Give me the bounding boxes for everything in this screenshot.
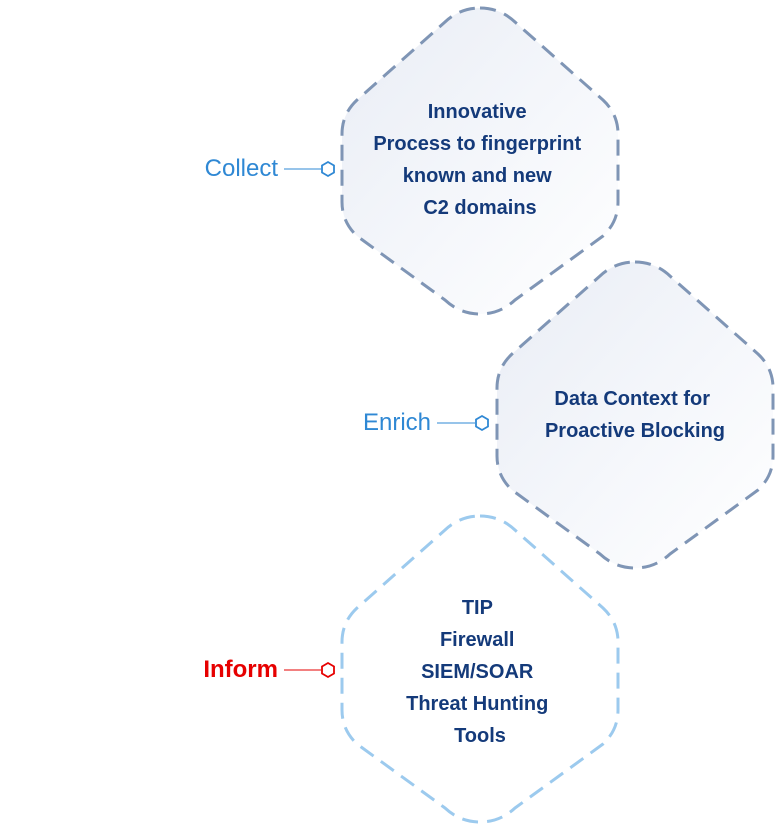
hexagon-collect — [340, 6, 620, 316]
hex-line: Process to fingerprint — [373, 133, 581, 155]
hexagon-enrich — [495, 260, 775, 570]
hex-text-enrich: Data Context for Proactive Blocking — [545, 388, 725, 442]
hex-line: Firewall — [440, 629, 514, 651]
hex-text-inform: TIP Firewall SIEM/SOAR Threat Hunting To… — [406, 597, 554, 747]
hex-text-collect: Innovative Process to fingerprint known … — [373, 101, 586, 219]
step-inform: TIP Firewall SIEM/SOAR Threat Hunting To… — [203, 514, 620, 824]
hex-line: TIP — [462, 597, 493, 619]
step-collect: Innovative Process to fingerprint known … — [205, 6, 620, 316]
hex-line: Tools — [454, 725, 506, 747]
step-label-enrich: Enrich — [363, 409, 431, 436]
hex-line: known and new — [403, 165, 552, 187]
connector-hex-icon — [321, 160, 335, 178]
step-label-collect: Collect — [205, 155, 279, 182]
connector-hex-icon — [321, 661, 335, 679]
step-label-inform: Inform — [203, 656, 278, 683]
hex-line: Data Context for — [554, 388, 710, 410]
hexagon-inform — [340, 514, 620, 824]
connector-hex-icon — [475, 414, 489, 432]
step-enrich: Data Context for Proactive Blocking Enri… — [363, 260, 775, 570]
hex-line: SIEM/SOAR — [421, 661, 534, 683]
hex-line: C2 domains — [423, 197, 536, 219]
hex-line: Threat Hunting — [406, 693, 548, 715]
hex-line: Innovative — [428, 101, 527, 123]
hex-line: Proactive Blocking — [545, 420, 725, 442]
